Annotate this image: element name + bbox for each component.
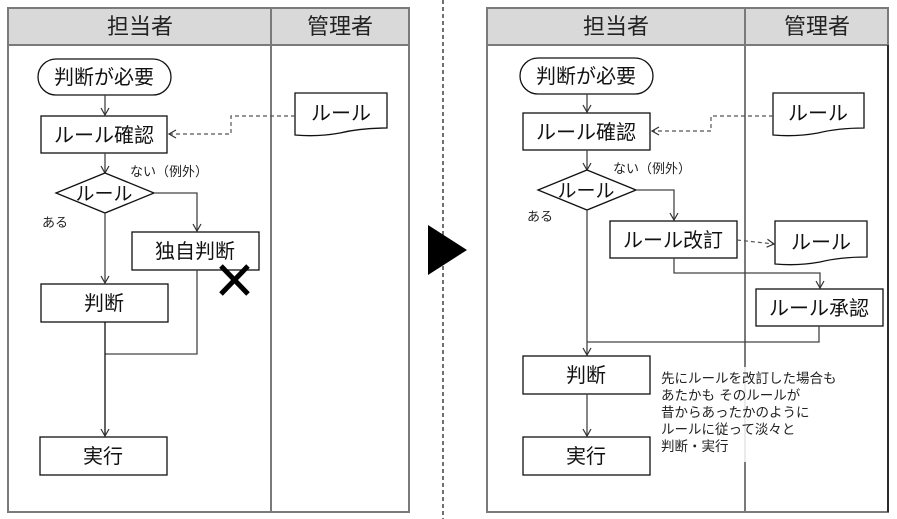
lane-header-kanrisha: 管理者	[307, 15, 373, 40]
rule-document	[294, 92, 388, 137]
no-branch-label: ない（例外）	[130, 165, 208, 180]
rule-check-label: ルール確認	[54, 123, 154, 147]
explanation-note: 先にルールを改訂した場合も あたかも そのルールが 昔からあったかのように ルー…	[660, 367, 837, 462]
lane-header-tantousha: 担当者	[583, 15, 649, 40]
left-panel: 担当者 管理者 判断が必要 ルール確認 ルール ルール ない（例外） ある 独自…	[7, 7, 410, 513]
note-backdrop	[660, 367, 746, 462]
arrow-decision-to-own	[154, 192, 202, 233]
execute-label: 実行	[566, 444, 606, 468]
rule-decision-label: ルール	[75, 183, 132, 205]
dashed-arrow-revise-to-newrule	[736, 238, 776, 248]
line-approve-to-merge	[587, 326, 820, 343]
revise-rule-label: ルール改訂	[623, 228, 723, 252]
lane-header-kanrisha: 管理者	[784, 15, 850, 40]
yes-branch-label: ある	[527, 210, 553, 225]
rule-document	[772, 92, 865, 137]
dashed-arrow-rule-to-check	[650, 115, 773, 136]
note-line-5: 判断・実行	[661, 439, 729, 455]
start-terminal-label: 判断が必要	[536, 64, 636, 88]
rule-check-label: ルール確認	[536, 120, 636, 144]
new-rule-document-label: ルール	[791, 230, 851, 254]
left-header-bar	[7, 7, 410, 46]
rule-decision-label: ルール	[557, 180, 614, 202]
rule-check-box	[522, 112, 651, 151]
own-judgment-box	[131, 231, 260, 271]
lane-header-tantousha: 担当者	[107, 15, 173, 40]
no-branch-label: ない（例外）	[613, 162, 691, 177]
note-line-1: 先にルールを改訂した場合も	[661, 371, 837, 387]
rule-check-box	[40, 115, 168, 154]
execute-label: 実行	[83, 444, 123, 468]
note-line-4: ルールに従って淡々と	[661, 422, 795, 438]
approve-rule-label: ルール承認	[769, 296, 869, 320]
play-triangle-icon	[428, 225, 467, 275]
yes-branch-label: ある	[42, 216, 68, 231]
revise-rule-box	[609, 220, 738, 259]
note-line-3: 昔からあったかのように	[661, 405, 810, 421]
right-panel: 担当者 管理者 判断が必要 ルール確認 ルール ルール ない（例外） ある ルー…	[486, 7, 889, 513]
judgment-box	[522, 355, 651, 395]
new-rule-document	[774, 220, 868, 266]
dashed-arrow-rule-to-check	[167, 115, 295, 139]
approve-rule-box	[755, 288, 884, 327]
execute-box	[522, 436, 651, 476]
reject-x-icon	[219, 264, 250, 296]
right-header-bar	[486, 7, 889, 46]
arrow-revise-to-approve	[673, 258, 825, 290]
rule-document-label: ルール	[788, 101, 848, 125]
start-terminal-label: 判断が必要	[54, 65, 154, 89]
judgment-label: 判断	[566, 363, 606, 387]
rule-document-label: ルール	[311, 101, 371, 125]
own-judgment-label: 独自判断	[155, 239, 235, 263]
arrow-decision-to-revise	[636, 189, 679, 222]
execute-box	[39, 436, 168, 476]
judgment-label: 判断	[84, 291, 124, 315]
note-line-2: あたかも そのルールが	[661, 388, 801, 404]
line-own-to-merge	[105, 270, 198, 355]
